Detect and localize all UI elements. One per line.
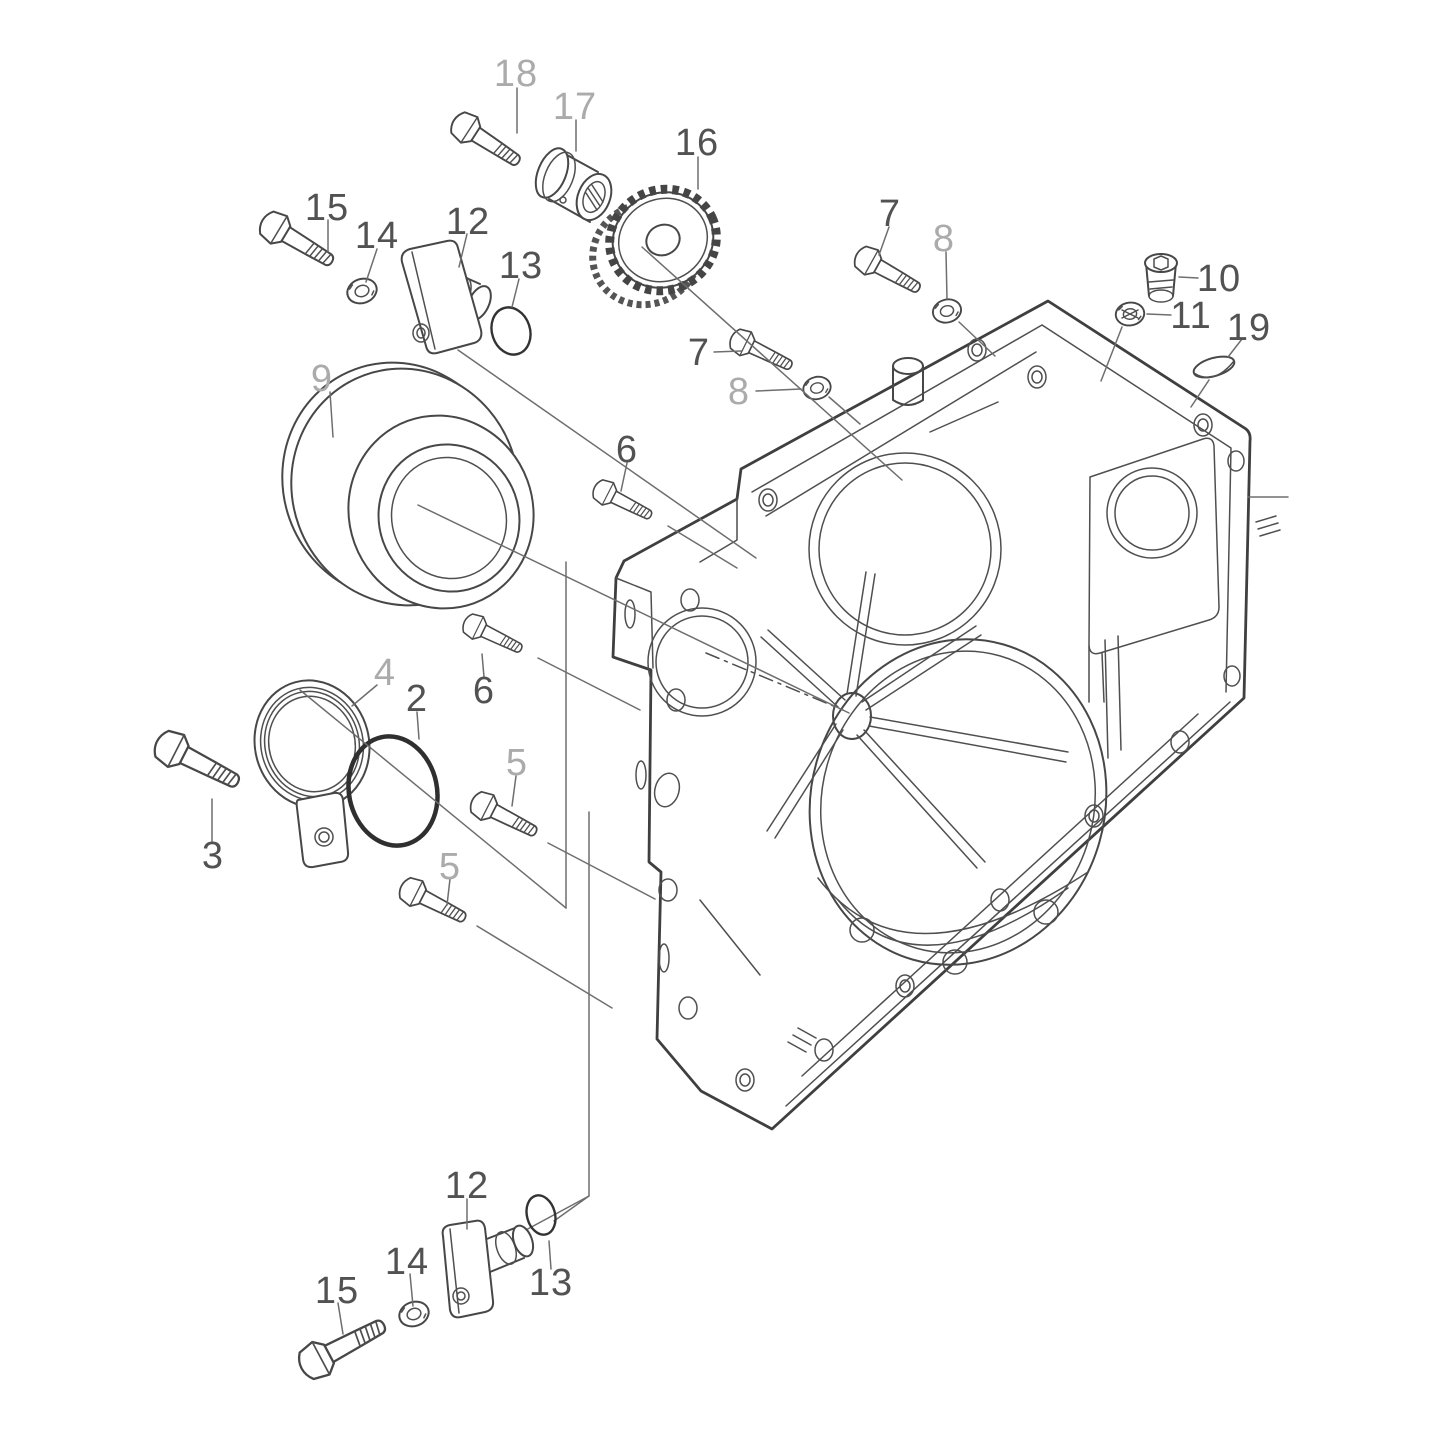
callout-14-lower: 14 <box>385 1241 429 1283</box>
tensioner-bracket-12-upper <box>400 239 492 355</box>
o-ring-2 <box>346 734 440 848</box>
callout-5-upper: 5 <box>506 742 528 784</box>
callout-labels: 18 17 16 15 14 12 13 7 8 10 11 19 9 7 8 … <box>202 53 1271 1312</box>
callout-8-left: 8 <box>728 371 750 413</box>
plug-10 <box>1144 253 1178 303</box>
callout-14-upper: 14 <box>355 215 399 257</box>
callout-8-right: 8 <box>933 218 955 260</box>
washer-14-lower <box>394 1296 434 1332</box>
callout-15-lower: 15 <box>315 1270 359 1312</box>
bushing-17 <box>534 147 613 223</box>
callout-13-lower: 13 <box>529 1262 573 1304</box>
callout-11: 11 <box>1170 295 1211 337</box>
bolt-6-lower <box>458 609 528 662</box>
callout-17: 17 <box>553 86 597 128</box>
crank-seal-9 <box>281 361 535 610</box>
housing-bolt-holes <box>624 338 1245 1092</box>
timing-case-housing <box>611 299 1281 1131</box>
seal-retainer-4 <box>253 679 371 869</box>
callout-16: 16 <box>675 122 719 164</box>
callout-18: 18 <box>494 53 538 95</box>
callout-10: 10 <box>1197 258 1241 300</box>
callout-2: 2 <box>406 678 428 720</box>
washer-8-right <box>929 295 965 327</box>
callout-19: 19 <box>1227 307 1271 349</box>
callout-9: 9 <box>311 358 333 400</box>
washer-14-upper <box>342 273 382 309</box>
bolt-3 <box>147 724 248 800</box>
callout-5-lower: 5 <box>439 846 461 888</box>
callout-7-right: 7 <box>879 193 901 235</box>
tensioner-bracket-12-lower <box>441 1219 535 1319</box>
callout-6-upper: 6 <box>616 429 638 471</box>
o-ring-13-lower <box>525 1194 557 1236</box>
reference-guide-lines <box>523 561 590 1232</box>
callout-15-upper: 15 <box>305 187 349 229</box>
callout-4: 4 <box>374 652 396 694</box>
callout-12-lower: 12 <box>445 1165 489 1207</box>
washer-11 <box>1113 299 1147 329</box>
callout-13-upper: 13 <box>499 245 543 287</box>
cap-19 <box>1192 355 1236 379</box>
callout-6-lower: 6 <box>473 670 495 712</box>
leader-lines <box>211 87 1289 1335</box>
callout-3: 3 <box>202 835 224 877</box>
bolt-7-right <box>849 241 927 303</box>
bolt-18 <box>444 106 528 176</box>
o-ring-13-upper <box>490 306 532 356</box>
bolt-15-lower <box>291 1307 394 1386</box>
callout-12-upper: 12 <box>446 201 490 243</box>
callout-7-left: 7 <box>688 332 710 374</box>
washer-8-left <box>799 372 835 404</box>
